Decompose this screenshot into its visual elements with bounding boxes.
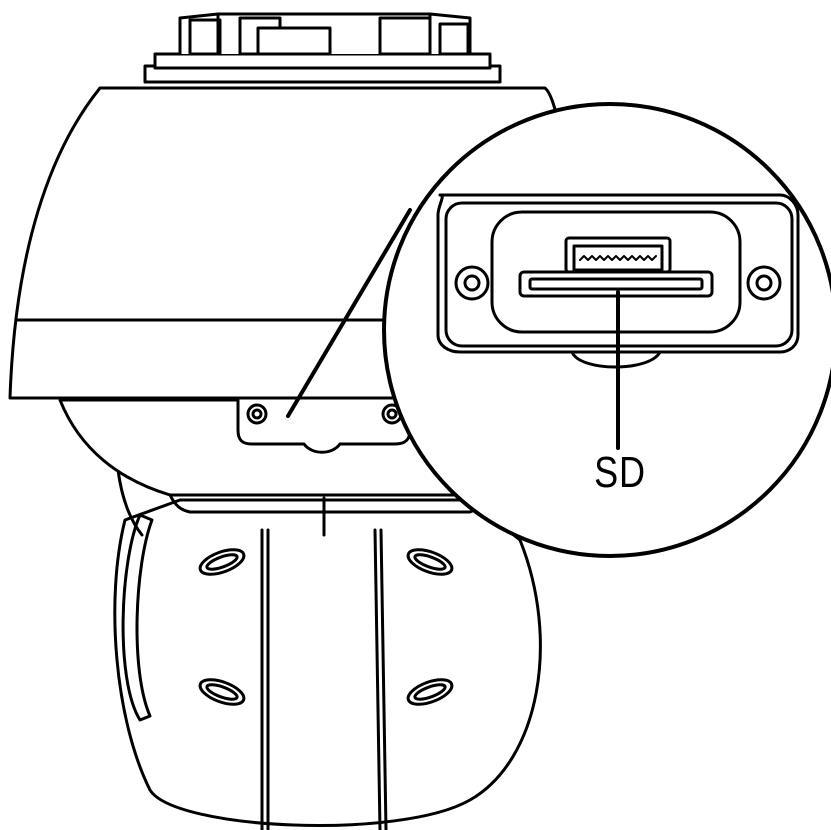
magnified-callout	[384, 104, 831, 556]
ventilation-slots	[197, 545, 455, 710]
sd-cover-small	[238, 398, 410, 452]
sd-slot-label: SD	[594, 448, 646, 497]
camera-top-mount	[145, 14, 500, 82]
camera-ball-housing	[115, 470, 541, 830]
callout-pointer-line	[288, 210, 410, 416]
